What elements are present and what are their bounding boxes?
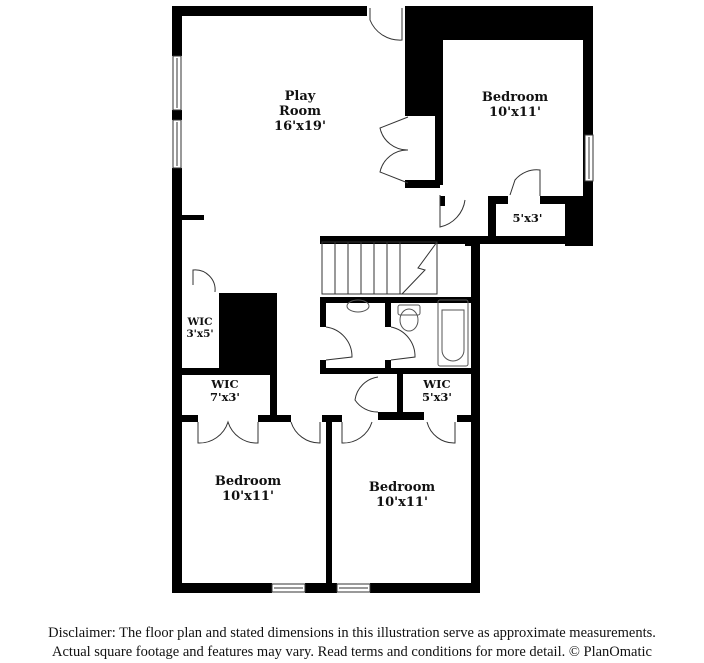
room-label-wic-east: WIC 5'x3' — [422, 377, 452, 405]
bathroom-fixtures — [346, 299, 469, 367]
room-label-bedroom-ne: Bedroom 10'x11' — [481, 90, 549, 120]
floor-plan — [172, 6, 594, 593]
toilet-icon — [397, 304, 421, 316]
windows — [172, 55, 594, 593]
doors — [192, 8, 541, 444]
room-label-bedroom-sw: Bedroom 10'x11' — [214, 474, 282, 504]
room-label-closet-ne: 5'x3' — [512, 211, 543, 225]
disclaimer-line-1: Disclaimer: The floor plan and stated di… — [48, 625, 656, 641]
disclaimer: Disclaimer: The floor plan and stated di… — [0, 624, 704, 662]
bathtub-icon — [437, 299, 469, 367]
stairs — [321, 241, 438, 295]
room-label-bedroom-se: Bedroom 10'x11' — [368, 480, 436, 510]
room-label-wic-center: WIC 7'x3' — [210, 377, 240, 405]
room-label-wic-west: WIC 3'x5' — [186, 316, 214, 341]
room-label-play-room: Play Room 16'x19' — [274, 89, 326, 134]
walls — [172, 6, 593, 593]
sink-icon — [346, 299, 370, 313]
disclaimer-line-2: Actual square footage and features may v… — [52, 644, 652, 660]
